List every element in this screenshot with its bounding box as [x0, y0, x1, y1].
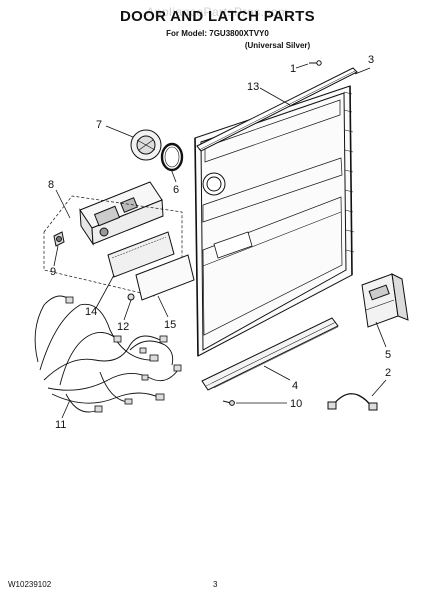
dispenser-gasket[interactable]: [160, 142, 184, 172]
vent-assembly[interactable]: [361, 273, 409, 328]
callout-15: 15: [164, 319, 176, 331]
callout-12: 12: [117, 321, 129, 333]
page-number: 3: [213, 580, 218, 589]
watermark: AppliancePartsPros.com: [146, 5, 289, 19]
callout-9: 9: [50, 266, 56, 278]
door-latch-assembly[interactable]: [79, 181, 164, 246]
model-line: For Model: 7GU3800XTVY0: [166, 29, 269, 38]
top-trim-strip[interactable]: [196, 67, 358, 152]
callout-14: 14: [85, 306, 97, 318]
finish-line: (Universal Silver): [244, 41, 311, 50]
rail-screw[interactable]: [222, 400, 235, 406]
callout-5: 5: [385, 349, 391, 361]
callout-13: 13: [247, 81, 259, 93]
door-switch-harness[interactable]: [327, 393, 378, 411]
document-number: W10239102: [8, 580, 52, 589]
bottom-trim-rail[interactable]: [201, 317, 339, 391]
callout-labels: 1 2 3 4 5 6 7 8 9 10 11 12 13 14 15: [48, 54, 391, 431]
callout-1: 1: [290, 63, 296, 75]
cover-plate[interactable]: [135, 254, 195, 301]
screw-part-1[interactable]: [309, 60, 322, 66]
callout-8: 8: [48, 179, 54, 191]
callout-4: 4: [292, 380, 298, 392]
pad-screw[interactable]: [127, 293, 135, 301]
callout-11: 11: [55, 419, 66, 431]
page-title: DOOR AND LATCH PARTS: [120, 8, 315, 25]
leader-lines: [53, 63, 387, 419]
callout-10: 10: [290, 398, 302, 410]
main-wire-harness[interactable]: [34, 295, 182, 413]
latch-screw[interactable]: [53, 231, 65, 247]
dispenser-bezel[interactable]: [130, 129, 162, 161]
page-header: AppliancePartsPros.com DOOR AND LATCH PA…: [0, 0, 435, 60]
callout-3: 3: [368, 54, 374, 66]
insulation-pad[interactable]: [107, 231, 175, 278]
inner-door-panel[interactable]: [194, 85, 355, 357]
callout-6: 6: [173, 184, 179, 196]
callout-2: 2: [385, 367, 391, 379]
callout-7: 7: [96, 119, 102, 131]
